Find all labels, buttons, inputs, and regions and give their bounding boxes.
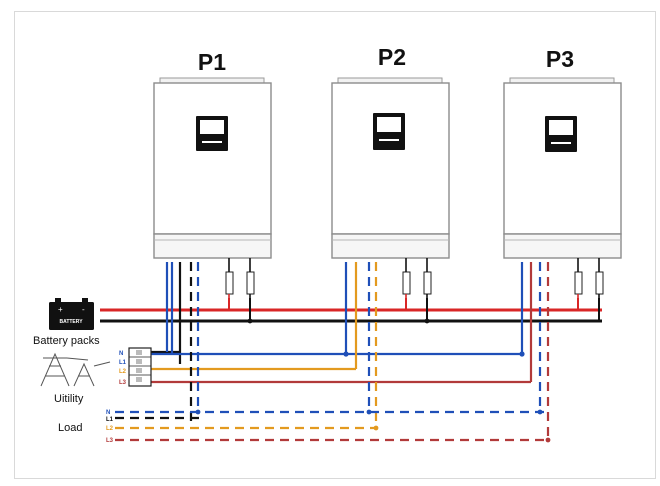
utility-phase-l3: L3 — [119, 380, 127, 386]
dc-breaker-icon — [595, 271, 604, 295]
load-label: Load — [58, 422, 82, 434]
dc-breaker-icon — [246, 271, 255, 295]
lcd-buttons-icon — [379, 139, 399, 141]
inverter-body — [153, 82, 272, 235]
battery-terminal-icon — [55, 298, 61, 302]
battery-bus — [100, 298, 602, 324]
load-phase-l2: L2 — [106, 426, 114, 432]
junction-dot — [373, 425, 379, 431]
utility-wires — [150, 262, 533, 384]
inverter-base — [331, 233, 450, 259]
junction-dot — [545, 437, 551, 443]
battery-pack: BATTERY + - — [49, 298, 94, 330]
inverter-p1: P1 — [153, 49, 272, 300]
load-wires — [115, 262, 550, 442]
junction-dot — [195, 409, 201, 415]
inverter-body — [503, 82, 622, 235]
battery-plus-sign: + — [58, 305, 63, 314]
lcd-buttons-icon — [202, 141, 222, 143]
utility-label: Uitility — [54, 393, 84, 405]
load-phase-n: N — [106, 410, 110, 416]
utility-phase-n: N — [119, 351, 123, 357]
utility-phase-l1: L1 — [119, 360, 127, 366]
lcd-buttons-icon — [551, 142, 571, 144]
battery-icon — [49, 302, 94, 330]
junction-dot — [247, 318, 253, 324]
load-phase-labels: N L1 L2 L3 — [106, 410, 114, 444]
lcd-screen — [549, 120, 573, 135]
dc-breaker-icon — [402, 271, 411, 295]
utility-breaker: N L1 L2 L3 — [119, 347, 152, 387]
inverter-base — [503, 233, 622, 259]
lcd-screen — [200, 120, 224, 134]
utility-phase-l2: L2 — [119, 369, 127, 375]
inverter-base — [153, 233, 272, 259]
unit-label-p3: P3 — [546, 46, 574, 72]
inverter-p3: P3 — [503, 46, 622, 300]
utility-tower-icon — [40, 352, 111, 387]
junction-dot — [519, 351, 525, 357]
battery-packs-label: Battery packs — [33, 335, 100, 347]
diagram-frame — [14, 11, 656, 479]
breaker-body — [128, 347, 152, 387]
inverter-p2: P2 — [331, 44, 450, 300]
inverter-body — [331, 82, 450, 235]
junction-dot — [343, 351, 349, 357]
dc-breaker-icon — [423, 271, 432, 295]
lcd-screen — [377, 117, 401, 132]
load-phase-l3: L3 — [106, 438, 114, 444]
junction-dot — [537, 409, 543, 415]
battery-icon-text: BATTERY — [59, 319, 83, 325]
junction-dot — [366, 409, 372, 415]
dc-breaker-icon — [574, 271, 583, 295]
unit-label-p2: P2 — [378, 44, 406, 70]
dc-breaker-icon — [225, 271, 234, 295]
battery-minus-sign: - — [82, 305, 85, 314]
load-phase-l1: L1 — [106, 417, 114, 423]
unit-label-p1: P1 — [198, 49, 226, 75]
battery-terminal-icon — [82, 298, 88, 302]
junction-dot — [424, 318, 430, 324]
